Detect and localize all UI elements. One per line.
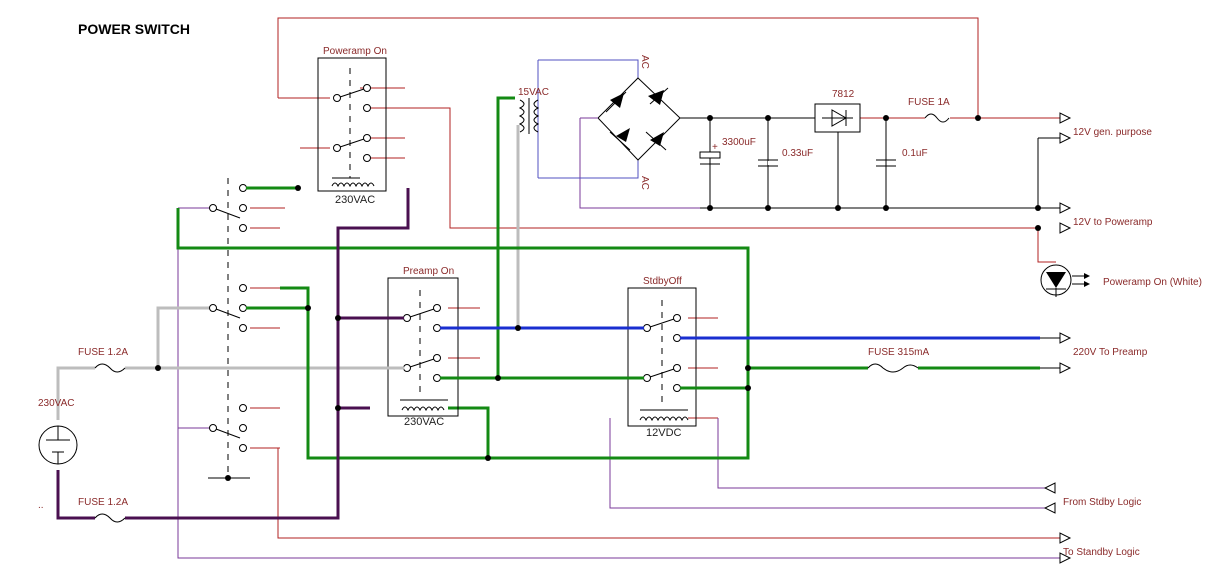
capacitor-3300uf: + 3300uF — [699, 137, 756, 165]
mains-label: 230VAC — [38, 398, 75, 409]
fuse-1a-label: FUSE 1A — [908, 97, 950, 108]
cap-01-label: 0.1uF — [902, 148, 928, 159]
mains-source: 230VAC .. — [38, 398, 78, 511]
relay-stdby-label: StdbyOff — [643, 276, 682, 287]
label-to-standby-logic: To Standby Logic — [1063, 547, 1140, 558]
purple-wires — [177, 118, 1060, 559]
label-220v-preamp: 220V To Preamp — [1073, 347, 1148, 358]
junction-dots — [155, 115, 1041, 481]
ac-top-label: AC — [639, 55, 650, 69]
regulator-label: 7812 — [832, 89, 855, 100]
grey-wires — [56, 125, 520, 420]
red-wires — [60, 17, 1060, 539]
dark-neutral-wires — [56, 188, 410, 520]
label-from-stdby-logic: From Stdby Logic — [1063, 497, 1141, 508]
fuse-1a: FUSE 1A — [908, 97, 950, 123]
capacitor-01uf: 0.1uF — [876, 148, 928, 167]
cap-3300-label: 3300uF — [722, 137, 756, 148]
capacitor-033uf: 0.33uF — [758, 148, 813, 167]
label-led: Poweramp On (White) — [1103, 277, 1202, 288]
led-poweramp-on — [1040, 264, 1090, 297]
coil-poweramp-label: 230VAC — [335, 194, 375, 206]
coil-preamp-label: 230VAC — [404, 416, 444, 428]
fuse-315-label: FUSE 315mA — [868, 347, 929, 358]
fuse-315ma: FUSE 315mA — [867, 347, 929, 373]
relay-stdby-off: StdbyOff 12VDC — [627, 276, 697, 439]
svg-text:+: + — [712, 142, 718, 153]
blue-wires — [480, 326, 1040, 340]
ac-bottom-label: AC — [639, 176, 650, 190]
fuse-12a-bottom-label: FUSE 1.2A — [78, 497, 128, 508]
cap-033-label: 0.33uF — [782, 148, 813, 159]
coil-stdby-label: 12VDC — [646, 427, 682, 439]
transformer-label: 15VAC — [518, 87, 549, 98]
label-12v-poweramp: 12V to Poweramp — [1073, 217, 1153, 228]
transformer-15vac: 15VAC — [518, 59, 639, 179]
relay-poweramp-on: Poweramp On 230VAC — [317, 46, 387, 206]
relay-preamp-on: Preamp On 230VAC — [387, 266, 459, 428]
bridge-rectifier: AC AC — [580, 55, 681, 190]
main-switch — [208, 178, 250, 479]
label-12v-gen: 12V gen. purpose — [1073, 127, 1152, 138]
relay-poweramp-label: Poweramp On — [323, 46, 387, 57]
regulator-7812: 7812 — [814, 89, 861, 133]
mains-dots: .. — [38, 500, 44, 511]
relay-preamp-label: Preamp On — [403, 266, 454, 277]
diagram-title: POWER SWITCH — [78, 21, 190, 37]
fuse-12a-top: FUSE 1.2A — [78, 347, 128, 373]
fuse-12a-bottom: FUSE 1.2A — [78, 497, 128, 523]
black-wires — [680, 117, 1060, 209]
output-terminals: 12V gen. purpose 12V to Poweramp Poweram… — [1040, 112, 1202, 564]
fuse-12a-top-label: FUSE 1.2A — [78, 347, 128, 358]
